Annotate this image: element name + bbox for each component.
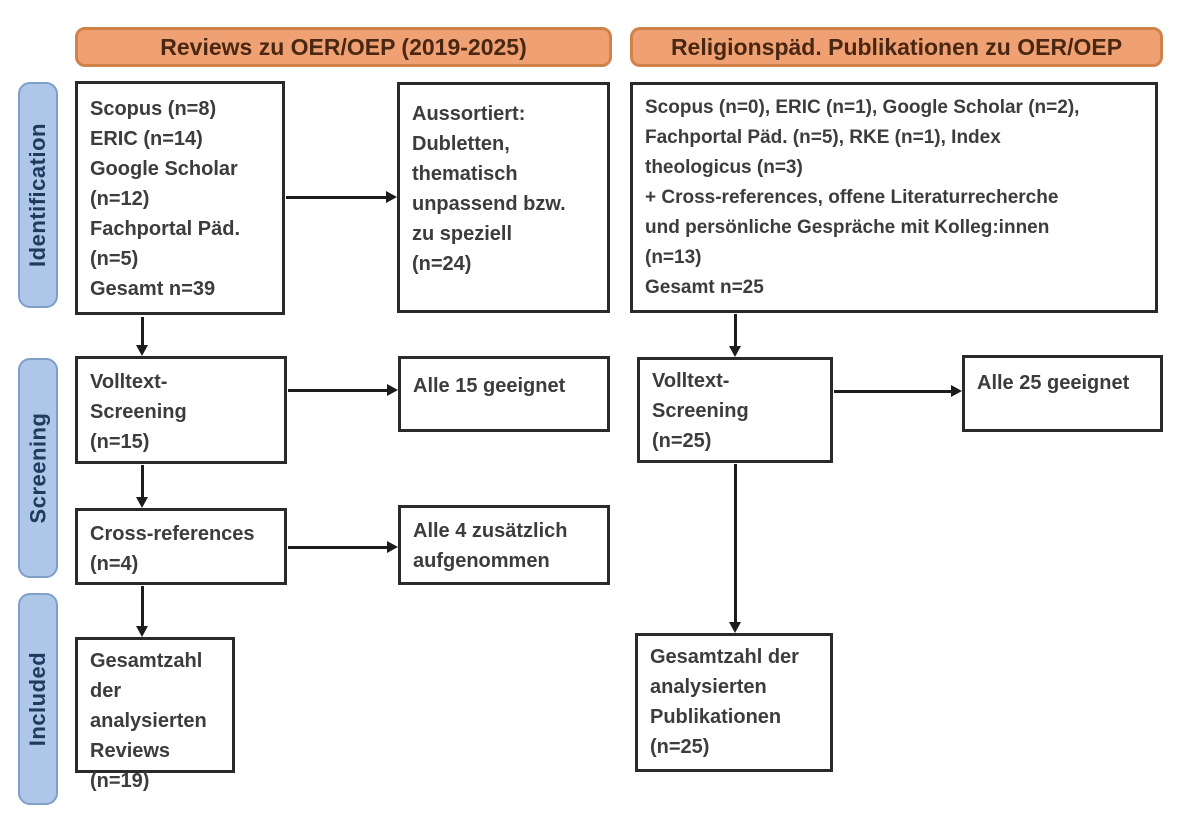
box-left-excluded: Aussortiert: Dubletten, thematisch unpas… [397,82,610,313]
box-left-sources: Scopus (n=8) ERIC (n=14) Google Scholar … [75,81,285,315]
arrow-sources-to-fulltext [136,317,148,356]
box-right-included-total: Gesamtzahl der analysierten Publikatione… [635,633,833,772]
stage-included: Included [18,593,58,805]
box-right-sources: Scopus (n=0), ERIC (n=1), Google Scholar… [630,82,1158,313]
box-right-fulltext-screening: Volltext- Screening (n=25) [637,357,833,463]
box-left-fulltext-screening: Volltext- Screening (n=15) [75,356,287,464]
stage-included-label: Included [25,651,51,747]
box-left-included-total: Gesamtzahl der analysierten Reviews (n=1… [75,637,235,792]
stage-identification-label: Identification [25,123,51,267]
arrow-fulltext-to-result-left [288,384,398,396]
arrow-sources-to-excluded [286,191,397,203]
arrow-sources-to-fulltext-right [729,314,741,357]
box-left-cross-references: Cross-references (n=4) [75,508,287,585]
arrow-fulltext-to-included-right [729,464,741,633]
arrow-fulltext-to-result-right [834,385,962,397]
arrow-crossref-to-result [288,541,398,553]
header-reviews-column: Reviews zu OER/OEP (2019-2025) [75,27,612,67]
stage-screening-label: Screening [25,412,50,524]
arrow-fulltext-to-crossref [136,465,148,508]
stage-screening: Screening [18,358,58,578]
box-left-fulltext-result: Alle 15 geeignet [398,356,610,432]
header-religionspaed-column: Religionspäd. Publikationen zu OER/OEP [630,27,1163,67]
box-left-cross-references-result: Alle 4 zusätzlich aufgenommen [398,505,610,585]
arrow-crossref-to-included [136,586,148,637]
stage-identification: Identification [18,82,58,308]
box-right-fulltext-result: Alle 25 geeignet [962,355,1163,432]
